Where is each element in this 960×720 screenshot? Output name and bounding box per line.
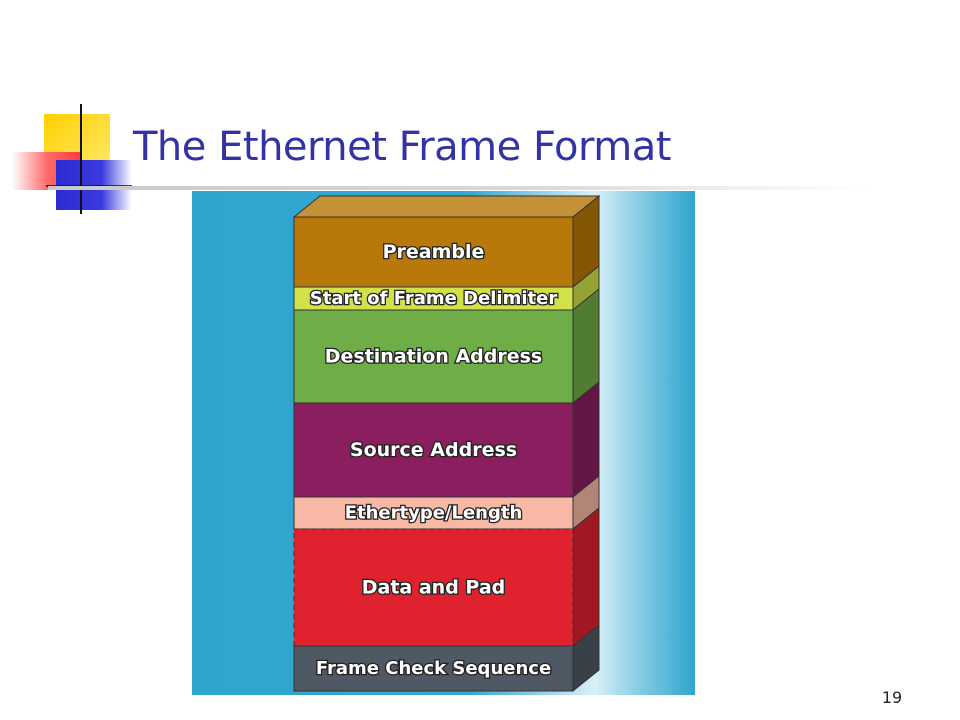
- field-label-data-and-pad: Data and Pad: [362, 577, 506, 599]
- field-label-ethertype-length: Ethertype/Length: [345, 503, 523, 524]
- slide-corner-decoration: [12, 104, 132, 214]
- field-side-data-and-pad: [572, 506, 600, 648]
- field-frame-check-sequence: [293, 645, 574, 692]
- field-label-destination-address: Destination Address: [325, 346, 542, 368]
- field-source-address: [293, 402, 574, 498]
- field-preamble: [293, 216, 574, 288]
- frame-block-top-face: [292, 195, 601, 218]
- field-label-preamble: Preamble: [383, 241, 485, 263]
- field-label-source-address: Source Address: [350, 439, 517, 461]
- page-number: 19: [881, 688, 903, 707]
- field-ethertype-length: [293, 496, 574, 530]
- title-underline: [48, 186, 868, 190]
- slide-title: The Ethernet Frame Format: [133, 124, 671, 170]
- field-label-frame-check-sequence: Frame Check Sequence: [316, 658, 551, 679]
- field-data-and-pad: [293, 528, 574, 647]
- field-label-start-of-frame-delimiter: Start of Frame Delimiter: [310, 288, 558, 309]
- deco-blue-square: [56, 160, 132, 210]
- field-destination-address: [293, 309, 574, 404]
